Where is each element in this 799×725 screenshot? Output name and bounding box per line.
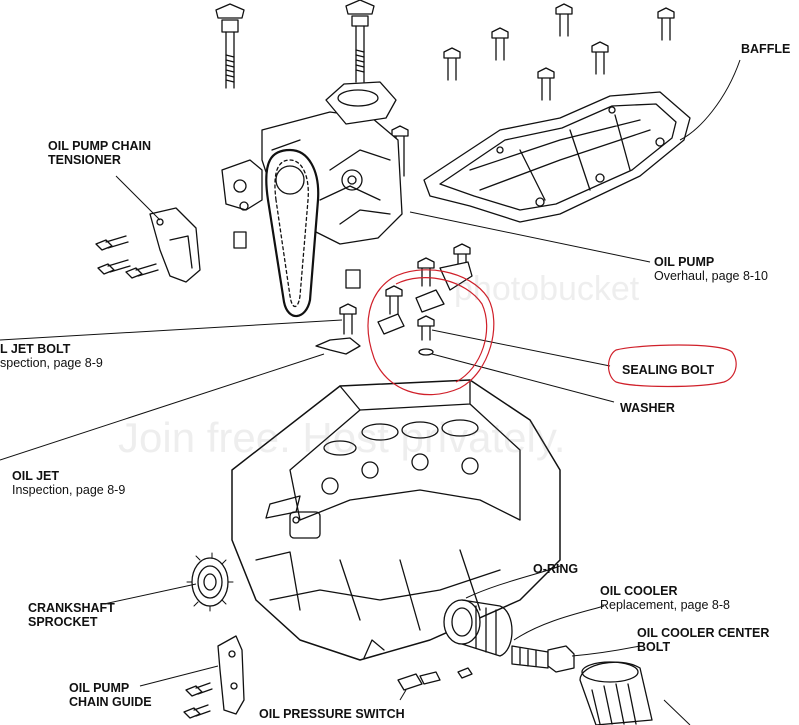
long-bolt-left [215,3,245,89]
label-cooler-center-bolt-line2: BOLT [637,640,671,654]
label-oil-jet-bolt-title: L JET BOLT [0,342,71,356]
chain-tensioner [95,159,263,283]
label-oil-jet: OIL JET Inspection, page 8-9 [12,469,125,497]
label-o-ring: O-RING [533,562,578,576]
label-oil-jet-title: OIL JET [12,469,60,483]
label-oil-jet-bolt: L JET BOLT spection, page 8-9 [0,342,103,370]
watermark-brand: photobucket [454,270,640,308]
engine-block [231,379,561,661]
label-chain-guide-line2: CHAIN GUIDE [69,695,152,709]
oil-pump-chain [265,148,320,318]
label-sealing-bolt: SEALING BOLT [622,363,714,377]
oil-pressure-switch [397,667,473,691]
baffle-bolts [391,3,675,177]
long-bolt-right [345,0,375,83]
red-box-annotation [607,344,737,388]
label-baffle: BAFFLE [741,42,790,56]
dowel [345,269,361,289]
label-crankshaft-sprocket-line2: SPROCKET [28,615,98,629]
label-chain-tensioner: OIL PUMP CHAIN TENSIONER [48,139,151,167]
label-crankshaft-sprocket: CRANKSHAFT SPROCKET [28,601,115,629]
red-annotation [367,269,737,396]
label-oil-pressure-switch-title: OIL PRESSURE SWITCH [259,707,405,721]
label-oil-jet-bolt-sub: spection, page 8-9 [0,356,103,370]
label-oil-cooler: OIL COOLER Replacement, page 8-8 [600,584,730,612]
label-cooler-center-bolt-line1: OIL COOLER CENTER [637,626,770,640]
label-sealing-bolt-title: SEALING BOLT [622,363,715,377]
label-chain-tensioner-line1: OIL PUMP CHAIN [48,139,152,153]
label-chain-tensioner-line2: TENSIONER [48,153,121,167]
label-oil-cooler-title: OIL COOLER [600,584,678,598]
label-chain-guide-line1: OIL PUMP [69,681,130,695]
oil-cooler [443,599,513,657]
watermark-tagline: Join free. Host privately. [118,414,566,461]
label-cooler-center-bolt: OIL COOLER CENTER BOLT [637,626,769,654]
red-circle-annotation [367,269,495,396]
label-oil-pump: OIL PUMP Overhaul, page 8-10 [654,255,768,283]
label-oil-jet-sub: Inspection, page 8-9 [12,483,126,497]
label-oil-cooler-sub: Replacement, page 8-8 [600,598,730,612]
chain-guide [183,635,245,719]
label-washer-title: WASHER [620,401,675,415]
leader-lines [0,59,741,725]
oil-jet-parts [315,243,473,356]
label-washer: WASHER [620,401,675,415]
label-oil-pump-sub: Overhaul, page 8-10 [654,269,768,283]
label-oil-pressure-switch: OIL PRESSURE SWITCH [259,707,405,721]
label-chain-guide: OIL PUMP CHAIN GUIDE [69,681,152,709]
cooler-center-bolt [511,645,575,673]
label-oil-pump-title: OIL PUMP [654,255,715,269]
baffle-plate [423,91,691,223]
crankshaft-sprocket [186,552,234,612]
label-crankshaft-sprocket-line1: CRANKSHAFT [28,601,115,615]
oil-filter [579,661,653,725]
label-o-ring-title: O-RING [533,562,579,576]
label-baffle-title: BAFFLE [741,42,791,56]
